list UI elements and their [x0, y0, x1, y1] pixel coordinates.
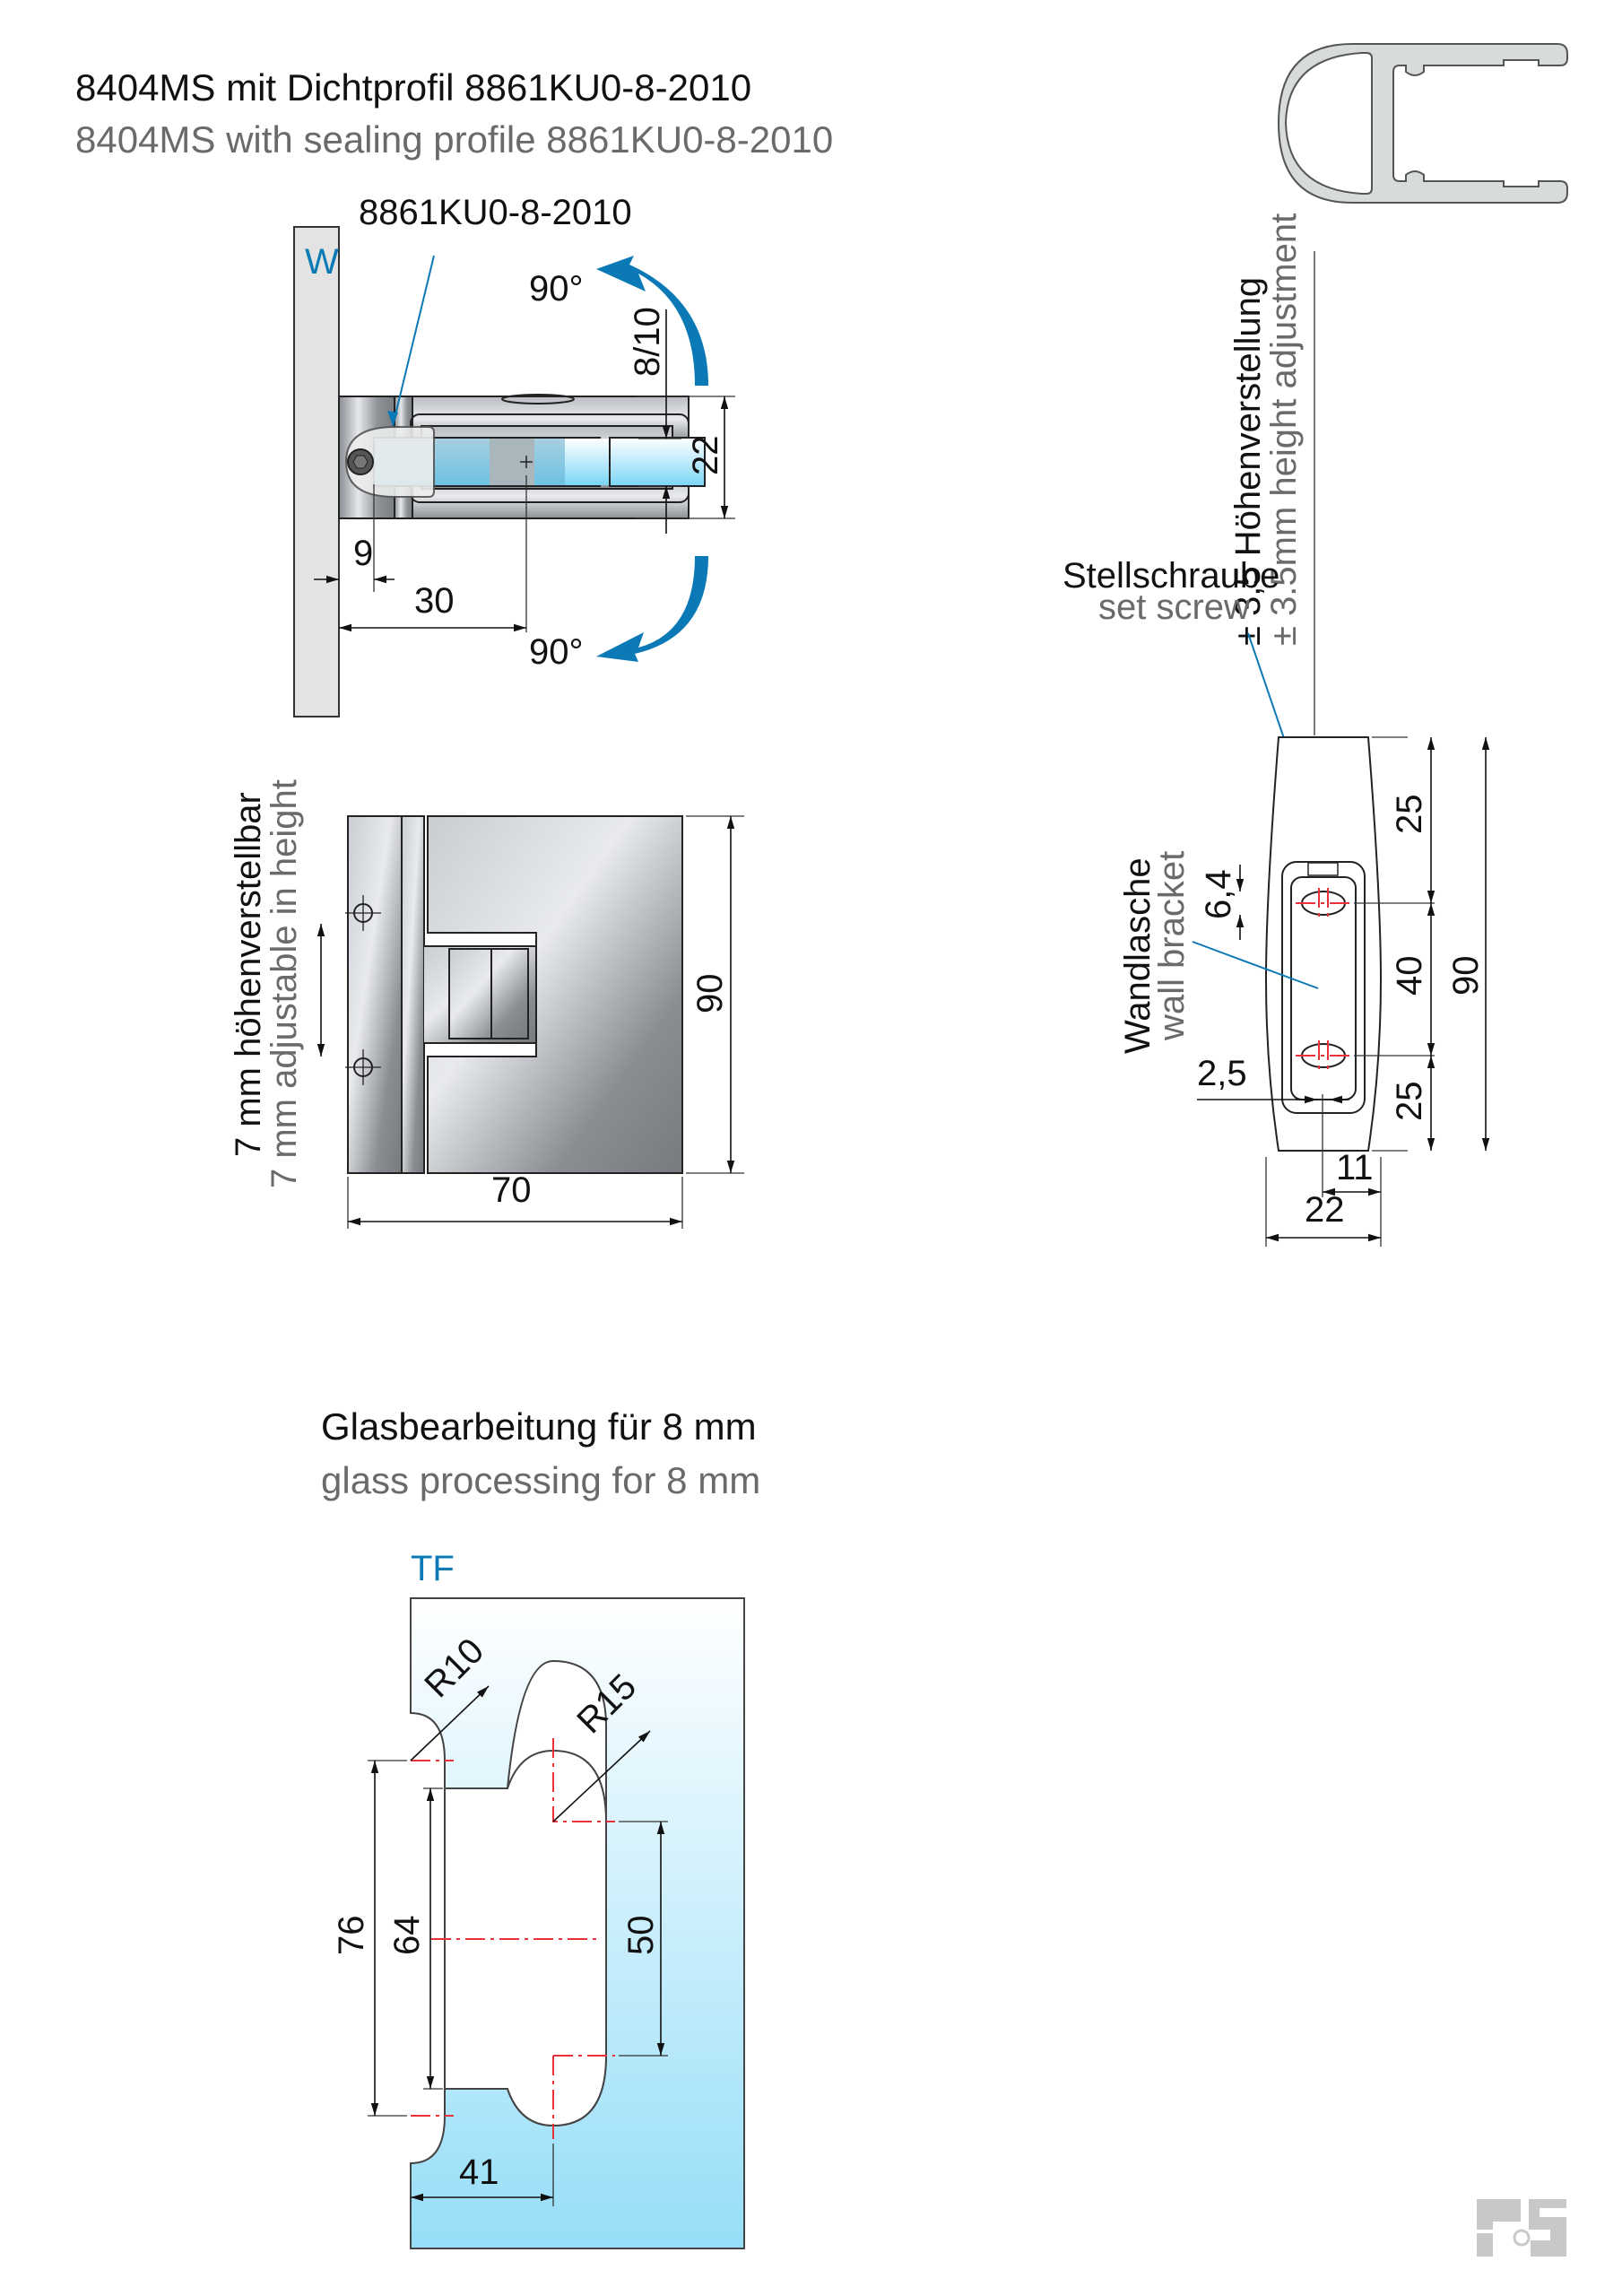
wall-bracket	[1264, 736, 1383, 1152]
title-german: 8404MS mit Dichtprofil 8861KU0-8-2010	[75, 66, 751, 109]
height-adjust-label-de: 7 mm höhenverstellbar	[229, 792, 268, 1157]
height-adjust-label-en: 7 mm adjustable in height	[265, 779, 304, 1188]
dim-bracket-top: 25	[1390, 795, 1429, 835]
glass-processing: Glasbearbeitung für 8 mm glass processin…	[321, 1405, 760, 2249]
dim-half-width: 11	[1336, 1148, 1374, 1187]
title-english: 8404MS with sealing profile 8861KU0-8-20…	[75, 118, 833, 161]
rotation-down-arrow-icon	[596, 556, 708, 662]
dim-front-width: 70	[491, 1170, 532, 1210]
dim-glass-thickness: 8/10	[628, 307, 667, 377]
set-screw-label-en: set screw	[1098, 587, 1250, 627]
glass-title-de: Glasbearbeitung für 8 mm	[321, 1405, 757, 1448]
glass-title-en: glass processing for 8 mm	[321, 1459, 760, 1501]
bracket-label-en: wall bracket	[1152, 851, 1192, 1041]
dim-bracket-middle: 40	[1390, 956, 1429, 996]
sealing-profile-icon	[1277, 43, 1568, 204]
dim-64: 64	[387, 1916, 427, 1956]
dim-bracket-bottom: 25	[1390, 1082, 1429, 1122]
rs-logo-icon	[1477, 2199, 1566, 2257]
bracket-label-de: Wandlasche	[1118, 857, 1158, 1054]
dim-wall-to-glass: 9	[353, 534, 373, 573]
rotation-down-label: 90°	[529, 632, 584, 672]
dim-41: 41	[459, 2152, 499, 2192]
dim-front-height: 90	[690, 974, 730, 1014]
adjust-label-de: ± 3,5 Höhenverstellung	[1228, 277, 1268, 646]
profile-callout: 8861KU0-8-2010	[359, 193, 632, 232]
adjust-label-en: ± 3.5mm height adjustment	[1264, 213, 1304, 646]
set-screw-label-de: Stellschraube	[1063, 556, 1279, 596]
front-view: 7 mm höhenverstellbar 7 mm adjustable in…	[229, 779, 744, 1229]
dim-50: 50	[621, 1916, 661, 1956]
rotation-up-label: 90°	[529, 269, 584, 309]
wall-label: W	[305, 242, 339, 282]
dim-hinge-height: 22	[686, 436, 725, 476]
dim-bracket-total: 90	[1446, 956, 1486, 996]
rotation-up-arrow-icon	[596, 256, 708, 386]
side-view: ± 3,5 Höhenverstellung ± 3.5mm height ad…	[1063, 213, 1490, 1247]
dim-slot: 2,5	[1197, 1054, 1247, 1093]
glass-type-label: TF	[411, 1549, 455, 1588]
dim-bracket-width: 22	[1305, 1190, 1345, 1230]
dim-76: 76	[332, 1916, 371, 1956]
top-view: W 8861KU0-8-2010 90° 90°	[293, 193, 735, 718]
wall	[293, 226, 340, 718]
dim-hole: 6,4	[1199, 869, 1238, 919]
dim-wall-to-axis: 30	[414, 581, 455, 621]
